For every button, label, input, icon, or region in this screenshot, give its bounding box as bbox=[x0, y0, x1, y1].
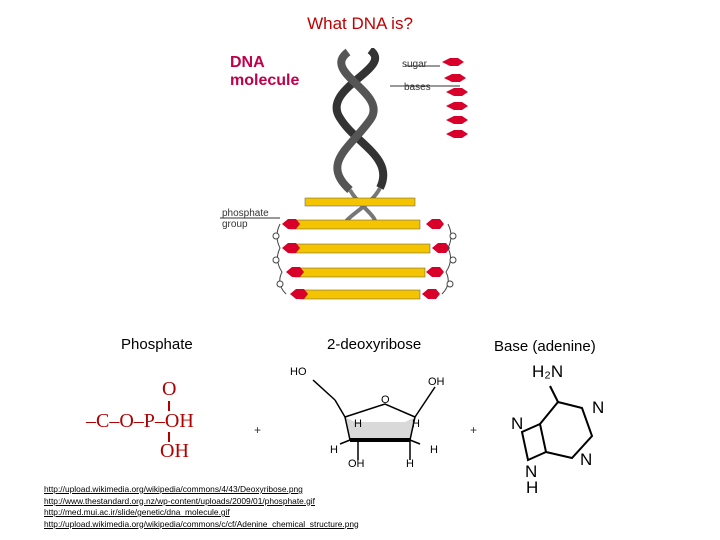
source-link-3[interactable]: http://med.mui.ac.ir/slide/genetic/dna_m… bbox=[44, 507, 230, 517]
bases-label: bases bbox=[404, 82, 431, 93]
deoxy-ho: HO bbox=[290, 366, 307, 378]
phosphate-group-label: phosphate group bbox=[222, 208, 269, 230]
source-link-1[interactable]: http://upload.wikimedia.org/wikipedia/co… bbox=[44, 484, 303, 494]
phosphate-o-top: O bbox=[162, 378, 177, 400]
sugar-label: sugar bbox=[402, 59, 428, 70]
adenine-n-4: N bbox=[525, 462, 538, 481]
dna-title-line-2: molecule bbox=[230, 72, 300, 89]
deoxy-h-bottom: H bbox=[406, 458, 414, 470]
adenine-h: H bbox=[526, 478, 539, 497]
deoxy-oh-bottom: OH bbox=[348, 458, 365, 470]
dna-figure-title: DNA molecule bbox=[230, 54, 299, 90]
adenine-n-1: N bbox=[592, 398, 605, 417]
plus-sign-1: + bbox=[254, 423, 262, 437]
deoxyribose-structure bbox=[312, 379, 436, 460]
dna-molecule-figure bbox=[220, 48, 468, 300]
adenine-structure bbox=[520, 385, 594, 462]
adenine-n-2: N bbox=[511, 414, 524, 433]
source-links: http://upload.wikimedia.org/wikipedia/co… bbox=[44, 484, 359, 530]
dna-title-line-1: DNA bbox=[230, 54, 265, 71]
deoxy-h2: H bbox=[412, 418, 420, 430]
adenine-label: Base (adenine) bbox=[494, 338, 596, 355]
sugar-legend bbox=[442, 58, 468, 138]
phosphate-chain: –C–O–P–OH bbox=[86, 410, 194, 432]
deoxy-h-left: H bbox=[330, 444, 338, 456]
adenine-n-3: N bbox=[580, 450, 593, 469]
deoxyribose-label: 2-deoxyribose bbox=[327, 336, 422, 353]
phosphate-oh-bottom: OH bbox=[160, 440, 189, 462]
phosphate-label: Phosphate bbox=[121, 336, 193, 353]
page-title: What DNA is? bbox=[307, 14, 413, 33]
deoxy-h-right: H bbox=[430, 444, 438, 456]
source-link-4[interactable]: http://upload.wikimedia.org/wikipedia/co… bbox=[44, 518, 359, 529]
deoxy-h1: H bbox=[354, 418, 362, 430]
deoxy-o-ring: O bbox=[381, 394, 390, 406]
plus-sign-2: + bbox=[470, 423, 478, 437]
base-pairs-ladder bbox=[272, 197, 457, 300]
deoxy-oh-top: OH bbox=[428, 376, 445, 388]
source-link-2[interactable]: http://www.thestandard.org.nz/wp-content… bbox=[44, 495, 315, 506]
adenine-nh2: H₂N bbox=[532, 362, 564, 381]
